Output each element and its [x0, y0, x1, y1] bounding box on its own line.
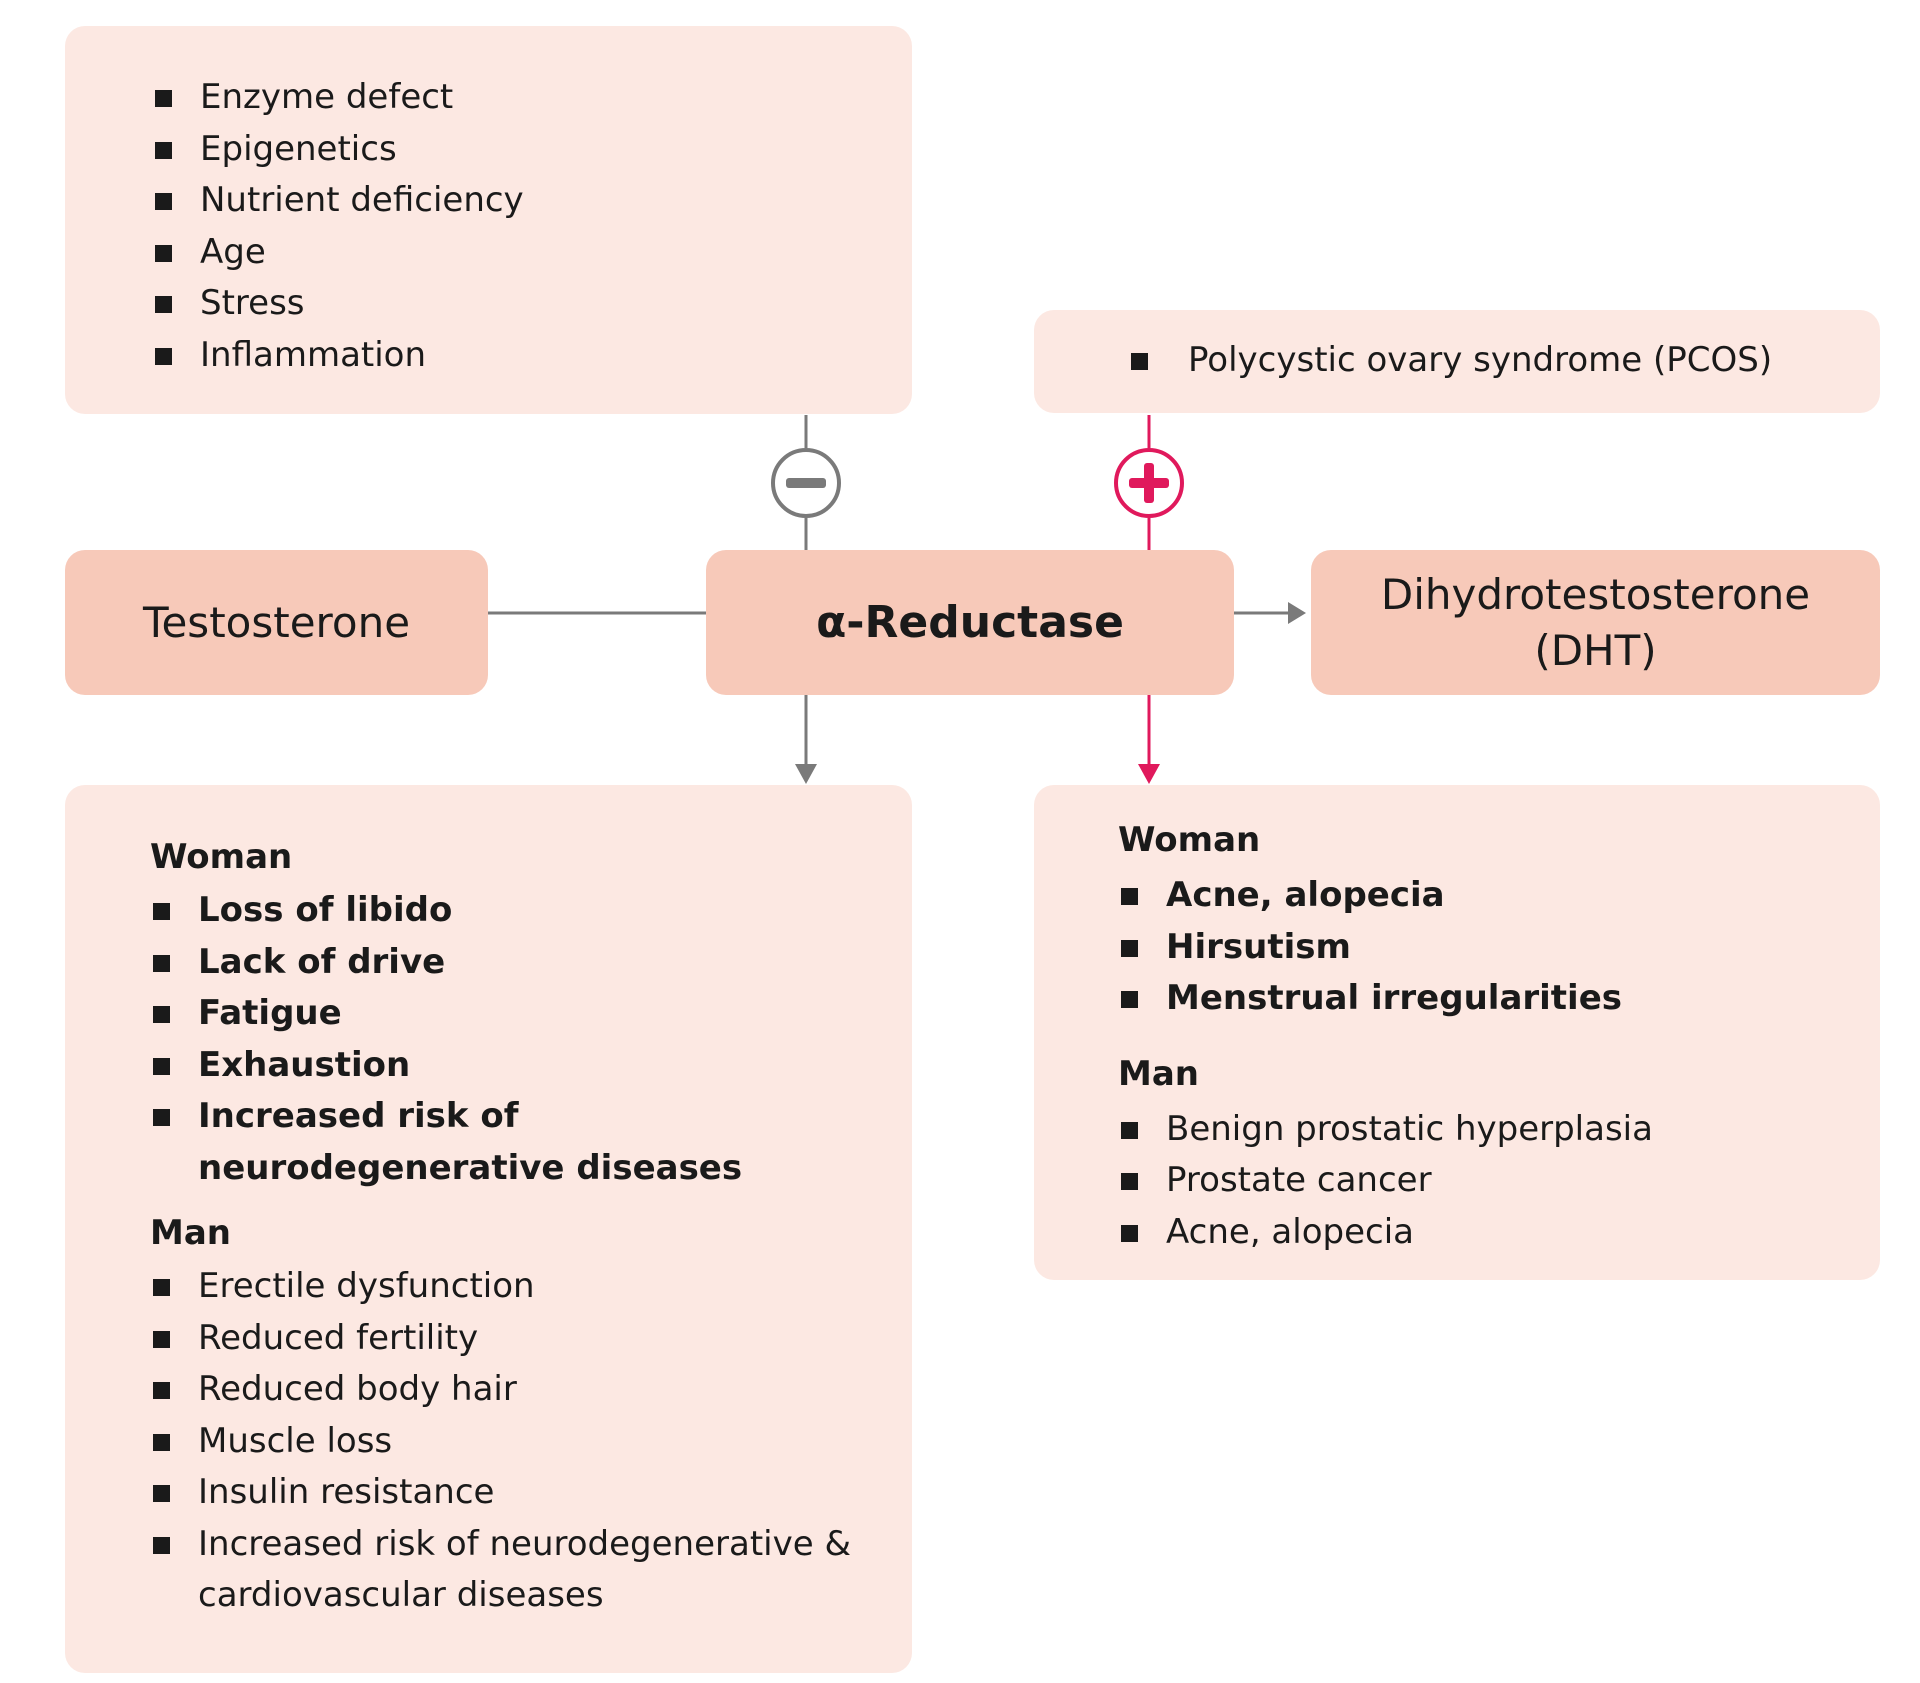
list-item: Exhaustion — [150, 1040, 852, 1092]
list-item: Inflammation — [152, 330, 912, 382]
excess-man-heading: Man — [1118, 1053, 1199, 1094]
excess-effects-box: Woman Acne, alopecia Hirsutism Menstrual… — [1034, 785, 1880, 1280]
list-item: Increased risk of neurodegenerative dise… — [150, 1091, 852, 1194]
product-arrow-head — [1288, 602, 1306, 624]
list-item: Fatigue — [150, 988, 852, 1040]
deficiency-man-list: Erectile dysfunction Reduced fertility R… — [150, 1261, 852, 1622]
inhibiting-factors-box: Enzyme defect Epigenetics Nutrient defic… — [65, 26, 912, 414]
list-item: Muscle loss — [150, 1416, 852, 1468]
inhibiting-factors-list: Enzyme defect Epigenetics Nutrient defic… — [152, 72, 912, 382]
list-item: Age — [152, 227, 912, 279]
testosterone-label: Testosterone — [142, 598, 411, 647]
list-item: Loss of libido — [150, 885, 852, 937]
list-item: Menstrual irregularities — [1118, 973, 1840, 1025]
promoting-factors-box: Polycystic ovary syndrome (PCOS) — [1034, 310, 1880, 413]
deficiency-woman-list: Loss of libido Lack of drive Fatigue Exh… — [150, 885, 852, 1194]
excess-man-list: Benign prostatic hyperplasia Prostate ca… — [1118, 1104, 1840, 1259]
excess-woman-list: Acne, alopecia Hirsutism Menstrual irreg… — [1118, 870, 1840, 1025]
dht-node: Dihydrotestosterone (DHT) — [1311, 550, 1880, 695]
deficiency-arrow-head — [795, 764, 817, 784]
list-item: Lack of drive — [150, 937, 852, 989]
list-item: Acne, alopecia — [1118, 1207, 1840, 1259]
excess-arrow-head — [1138, 764, 1160, 784]
inhibit-symbol — [786, 478, 826, 488]
list-item: Increased risk of neurodegenerative & ca… — [150, 1519, 852, 1622]
list-item: Prostate cancer — [1118, 1155, 1840, 1207]
dht-label-line1: Dihydrotestosterone — [1380, 569, 1811, 619]
excess-woman-heading: Woman — [1118, 820, 1261, 860]
enzyme-label: α-Reductase — [816, 597, 1124, 648]
dht-label-line2: (DHT) — [1534, 625, 1657, 675]
list-item: Reduced fertility — [150, 1313, 852, 1365]
enzyme-node: α-Reductase — [706, 550, 1234, 695]
list-item: Benign prostatic hyperplasia — [1118, 1104, 1840, 1156]
list-item: Hirsutism — [1118, 922, 1840, 974]
list-item: Insulin resistance — [150, 1467, 852, 1519]
list-item: Acne, alopecia — [1118, 870, 1840, 922]
list-item: Reduced body hair — [150, 1364, 852, 1416]
deficiency-effects-box: Woman Loss of libido Lack of drive Fatig… — [65, 785, 912, 1673]
list-item: Nutrient deficiency — [152, 175, 912, 227]
promoting-factors-list: Polycystic ovary syndrome (PCOS) — [1128, 335, 1880, 386]
deficiency-man-heading: Man — [150, 1213, 231, 1253]
deficiency-woman-heading: Woman — [150, 837, 293, 877]
list-item: Erectile dysfunction — [150, 1261, 852, 1313]
promote-symbol-v — [1144, 463, 1154, 503]
list-item: Epigenetics — [152, 124, 912, 176]
list-item: Stress — [152, 278, 912, 330]
list-item: Polycystic ovary syndrome (PCOS) — [1128, 335, 1880, 386]
testosterone-node: Testosterone — [65, 550, 488, 695]
list-item: Enzyme defect — [152, 72, 912, 124]
